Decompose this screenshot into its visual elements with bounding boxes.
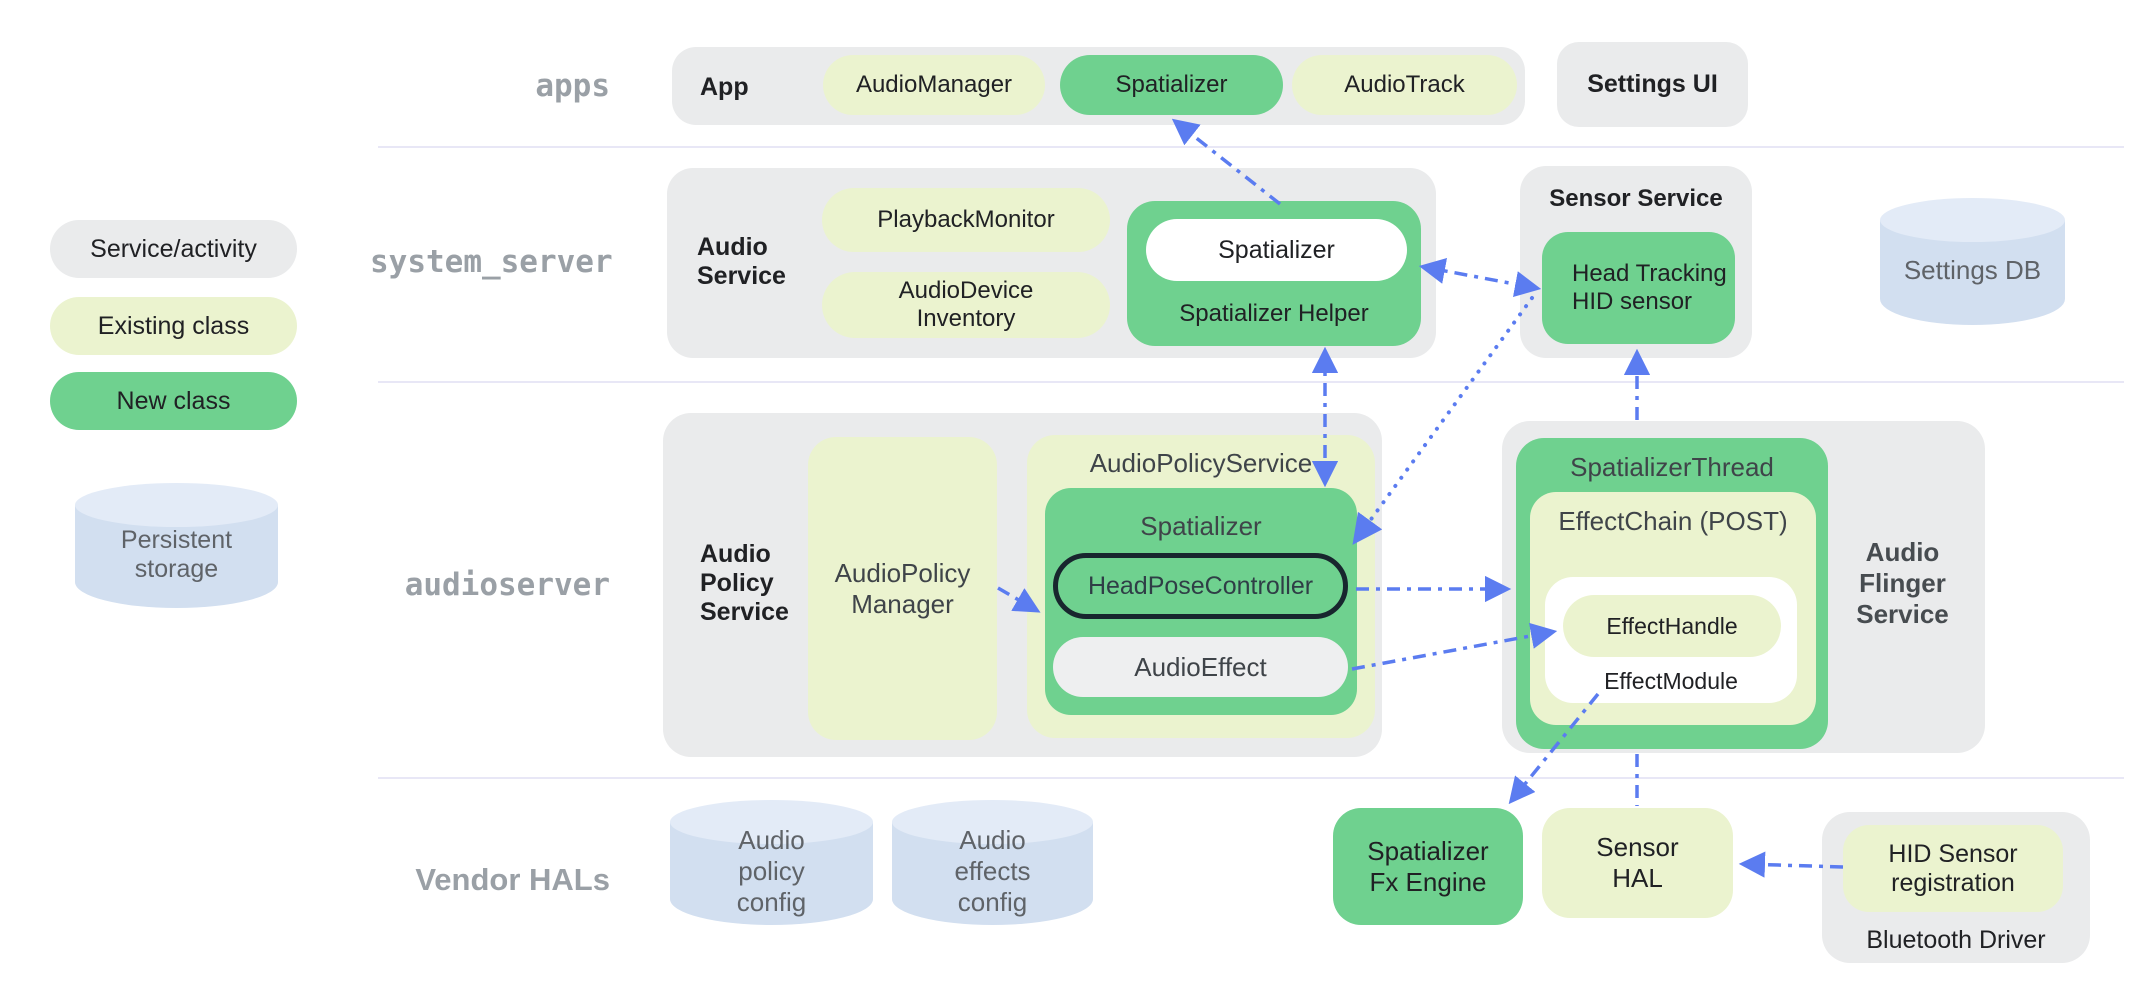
audio-policy-config-cylinder: Audio policy config	[670, 800, 873, 925]
sensor-service-label: Sensor Service	[1549, 185, 1723, 212]
legend-existing-class: Existing class	[50, 297, 297, 355]
hid-sensor-registration-box: HID Sensor registration	[1843, 825, 2063, 912]
audioeffect-pill: AudioEffect	[1053, 637, 1348, 697]
audiomanager-pill: AudioManager	[823, 55, 1045, 115]
settings-db-label: Settings DB	[1903, 255, 2042, 285]
separator-systemserver-audioserver	[378, 381, 2124, 383]
app-container-label: App	[700, 73, 749, 101]
cylinder-top	[75, 483, 278, 527]
separator-audioserver-vendorhals	[378, 777, 2124, 779]
audiotrack-pill: AudioTrack	[1292, 55, 1517, 115]
settings-db-cylinder: Settings DB	[1880, 198, 2065, 325]
separator-apps-systemserver	[378, 146, 2124, 148]
audiopolicyservice-label: AudioPolicyService	[1089, 448, 1313, 478]
legend-persistent-storage-cylinder: Persistent storage	[75, 483, 278, 608]
spatializer-fx-engine-box: Spatializer Fx Engine	[1333, 808, 1523, 925]
effecthandle-pill: EffectHandle	[1563, 595, 1781, 657]
spatializer-audioserver-label: Spatializer	[1140, 511, 1262, 541]
audiomanager-label: AudioManager	[855, 71, 1013, 98]
audio-service-label: Audio Service	[697, 233, 786, 290]
legend-service-activity-label: Service/activity	[90, 234, 257, 263]
spatializerthread-label: SpatializerThread	[1570, 452, 1774, 482]
audioeffect-label: AudioEffect	[1134, 651, 1267, 682]
cylinder-top	[670, 800, 873, 844]
spatializer-system-pill: Spatializer	[1146, 219, 1407, 281]
playbackmonitor-pill: PlaybackMonitor	[822, 188, 1110, 252]
audiodevice-inventory-pill: AudioDevice Inventory	[822, 272, 1110, 338]
audio-effects-config-label: Audio effects config	[954, 825, 1031, 917]
spatializer-system-label: Spatializer	[1218, 235, 1335, 264]
row-label-apps: apps	[535, 68, 610, 104]
audiodevice-inventory-label: AudioDevice Inventory	[898, 277, 1034, 332]
audiopolicy-manager-box: AudioPolicy Manager	[808, 437, 997, 740]
spatializer-fx-engine-label: Spatializer Fx Engine	[1367, 835, 1489, 897]
audiotrack-label: AudioTrack	[1344, 71, 1465, 98]
audiopolicy-manager-label: AudioPolicy Manager	[834, 557, 971, 619]
bluetooth-driver-label: Bluetooth Driver	[1866, 926, 2046, 954]
legend-persistent-storage-label: Persistent storage	[120, 525, 233, 583]
row-label-audioserver: audioserver	[404, 567, 610, 603]
spatializer-app-label: Spatializer	[1115, 71, 1228, 98]
head-tracking-hid-sensor-box: Head Tracking HID sensor	[1542, 232, 1735, 344]
legend-new-class-label: New class	[116, 386, 231, 415]
settings-ui-box: Settings UI	[1557, 42, 1748, 127]
sensor-hal-box: Sensor HAL	[1542, 808, 1733, 918]
head-tracking-hid-sensor-label: Head Tracking HID sensor	[1572, 260, 1727, 315]
legend-service-activity: Service/activity	[50, 220, 297, 278]
cylinder-top	[1880, 198, 2065, 242]
hid-sensor-registration-label: HID Sensor registration	[1888, 839, 2018, 897]
spatializer-app-pill: Spatializer	[1060, 55, 1283, 115]
audio-effects-config-cylinder: Audio effects config	[892, 800, 1093, 925]
row-label-vendor-hals: Vendor HALs	[415, 862, 610, 897]
headposecontroller-label: HeadPoseController	[1087, 571, 1314, 600]
effecthandle-label: EffectHandle	[1606, 612, 1738, 639]
effectchain-label: EffectChain (POST)	[1558, 506, 1788, 536]
playbackmonitor-label: PlaybackMonitor	[877, 206, 1055, 233]
legend-new-class: New class	[50, 372, 297, 430]
legend-existing-class-label: Existing class	[97, 311, 250, 340]
sensor-hal-label: Sensor HAL	[1596, 832, 1679, 893]
audio-flinger-service-label: Audio Flinger Service	[1856, 537, 1949, 629]
spatializer-helper-label: Spatializer Helper	[1179, 300, 1369, 327]
audio-policy-service-label: Audio Policy Service	[700, 540, 789, 626]
cylinder-top	[892, 800, 1093, 844]
audio-policy-config-label: Audio policy config	[736, 825, 807, 917]
row-label-system-server: system_server	[370, 244, 613, 280]
headposecontroller-pill: HeadPoseController	[1053, 553, 1348, 619]
settings-ui-label: Settings UI	[1587, 70, 1718, 98]
effectmodule-label: EffectModule	[1604, 668, 1738, 694]
